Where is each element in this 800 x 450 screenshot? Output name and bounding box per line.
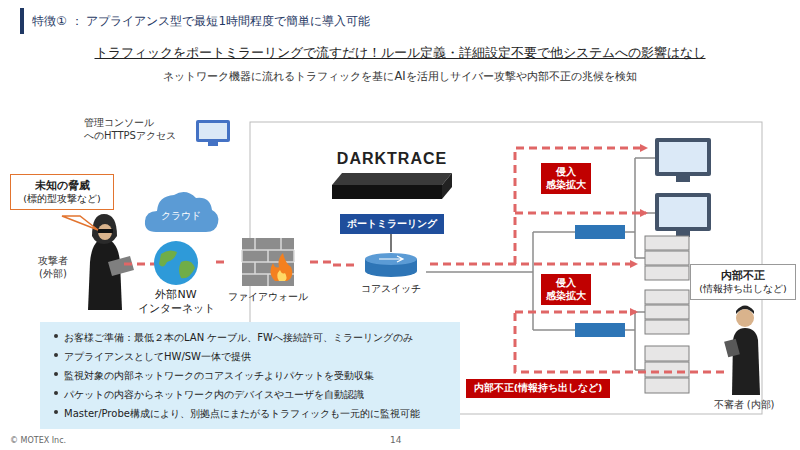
internet-globe: 外部NW インターネット — [136, 240, 216, 316]
node-text: ポートミラーリング — [347, 217, 437, 231]
core-switch: コアスイッチ — [356, 252, 426, 296]
network-wires — [426, 158, 655, 370]
infection-tag: 侵入 感染拡大 — [541, 274, 591, 305]
label: トラフィックをポートミラーリングで流すだけ！ルール定義・詳細設定不要で他システム… — [0, 45, 800, 62]
node-text: 侵入 感染拡大 — [543, 166, 589, 191]
node-text: 外部NW インターネット — [136, 288, 216, 316]
bullet-item: Master/Probe構成により、別拠点にまたがるトラフィックも一元的に監視可… — [52, 404, 450, 423]
attack-link — [216, 261, 226, 264]
bullet-item: 監視対象の内部ネットワークのコアスイッチよりパケットを受動収集 — [52, 366, 450, 385]
core-switch-icon — [363, 252, 419, 278]
firewall: ファイアウォール — [226, 237, 310, 304]
node-text: DARKTRACE — [337, 150, 447, 168]
node-text: (情報持ち出しなど) — [699, 283, 786, 296]
cloud: クラウド — [142, 186, 220, 236]
bullet-item: アプライアンスとしてHW/SW一体で提供 — [52, 347, 450, 366]
threat-callout: 未知の脅威(標的型攻撃など) — [10, 174, 114, 210]
label: 不審者 (内部) — [712, 398, 776, 411]
server — [645, 236, 689, 393]
node-text: 内部不正(情報持ち出しなど) — [474, 382, 603, 395]
callout-pointer — [62, 216, 98, 230]
node-text: コアスイッチ — [361, 282, 421, 296]
threat-path — [430, 148, 724, 372]
feature-list: お客様ご準備：最低２本のLAN ケーブル、FWへ接続許可、ミラーリングのみアプラ… — [40, 322, 460, 429]
slide-title: 特徴① ： アプライアンス型で最短1時間程度で簡単に導入可能 — [32, 13, 370, 30]
client-monitor — [655, 138, 711, 237]
bullet-item: パケットの内容からネットワーク内のデバイスやユーザを自動認識 — [52, 385, 450, 404]
label: ネットワーク機器に流れるトラフィックを基にAIを活用しサイバー攻撃や内部不正の兆… — [0, 69, 800, 84]
darktrace-appliance: DARKTRACE — [326, 150, 458, 203]
node-text: 内部不正 — [721, 268, 765, 283]
label: 攻撃者 (外部) — [28, 254, 78, 280]
attack-link — [310, 262, 356, 265]
label: © MOTEX Inc. — [10, 436, 66, 445]
bullet-item: お客様ご準備：最低２本のLAN ケーブル、FWへ接続許可、ミラーリングのみ — [52, 328, 450, 347]
internet-globe-icon — [153, 240, 199, 286]
mirroring-box: ポートミラーリング — [340, 214, 444, 234]
mirror-link — [390, 234, 392, 252]
darktrace-appliance-icon — [330, 171, 454, 203]
console-monitor — [196, 120, 230, 146]
infection-tag: 侵入 感染拡大 — [541, 163, 591, 194]
label: 管理コンソール へのHTTPSアクセス — [84, 116, 192, 142]
node-text: 未知の脅威 — [35, 178, 90, 193]
node-text: ファイアウォール — [228, 290, 308, 304]
insider-figure — [724, 306, 760, 396]
node-text: (標的型攻撃など) — [23, 193, 100, 206]
header-bar — [20, 8, 24, 34]
node-text: クラウド — [161, 209, 201, 223]
firewall-icon — [241, 237, 295, 287]
node-text: 侵入 感染拡大 — [543, 277, 589, 302]
insider-callout: 内部不正(情報持ち出しなど) — [690, 264, 796, 300]
label: 14 — [390, 435, 401, 445]
insider-tag: 内部不正(情報持ち出しなど) — [466, 379, 610, 398]
